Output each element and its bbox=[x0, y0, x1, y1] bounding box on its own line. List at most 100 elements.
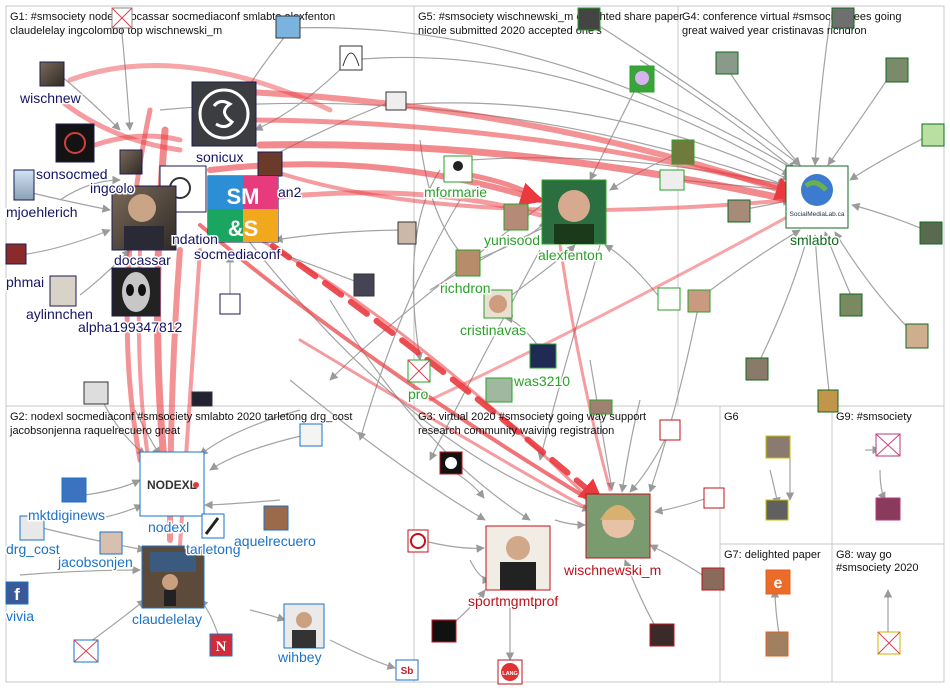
avatar-node[interactable] bbox=[111, 7, 133, 29]
avatar-node[interactable] bbox=[831, 7, 855, 29]
node-label[interactable]: alpha199347812 bbox=[77, 318, 185, 337]
node-label[interactable]: tarletong bbox=[185, 540, 242, 559]
avatar-node[interactable] bbox=[141, 545, 205, 609]
avatar-node[interactable] bbox=[703, 487, 725, 509]
node-label[interactable]: aylinnchen bbox=[25, 305, 95, 324]
avatar-node[interactable] bbox=[407, 359, 431, 383]
node-label[interactable]: cristinavas bbox=[459, 321, 528, 340]
avatar-node[interactable] bbox=[687, 289, 711, 313]
node-label[interactable]: yunisood bbox=[483, 231, 542, 250]
node-label[interactable]: mjoehlerich bbox=[5, 203, 80, 222]
avatar-node[interactable] bbox=[577, 7, 601, 31]
avatar-node[interactable] bbox=[191, 81, 257, 147]
node-label[interactable]: an2 bbox=[277, 183, 304, 202]
node-label[interactable]: vivia bbox=[5, 607, 36, 626]
avatar-node[interactable]: SocialMediaLab.ca bbox=[785, 165, 849, 229]
avatar-node[interactable] bbox=[455, 249, 481, 277]
avatar-node[interactable] bbox=[439, 451, 463, 475]
avatar-node[interactable] bbox=[701, 567, 725, 591]
avatar-node[interactable] bbox=[13, 169, 35, 201]
avatar-node[interactable] bbox=[877, 631, 901, 655]
avatar-node[interactable] bbox=[83, 381, 109, 405]
avatar-node[interactable] bbox=[727, 199, 751, 223]
avatar-node[interactable]: f bbox=[5, 581, 29, 605]
avatar-node[interactable] bbox=[219, 293, 241, 315]
node-label[interactable]: claudelelay bbox=[131, 610, 204, 629]
avatar-node[interactable] bbox=[649, 623, 675, 647]
avatar-node[interactable] bbox=[657, 287, 681, 311]
avatar-node[interactable] bbox=[541, 179, 607, 245]
avatar-node[interactable] bbox=[485, 377, 513, 403]
node-label[interactable]: wischnewski_m bbox=[562, 561, 663, 580]
node-label[interactable]: phmai bbox=[5, 273, 46, 292]
avatar-node[interactable] bbox=[919, 221, 943, 245]
avatar-node[interactable] bbox=[61, 477, 87, 503]
avatar-node[interactable] bbox=[49, 275, 77, 307]
node-label[interactable]: nodexl bbox=[147, 518, 191, 537]
avatar-node[interactable] bbox=[885, 57, 909, 83]
avatar-node[interactable] bbox=[353, 273, 375, 297]
avatar-node[interactable] bbox=[659, 419, 681, 441]
avatar-node[interactable] bbox=[407, 529, 429, 553]
node-label[interactable]: wihbey bbox=[276, 648, 324, 667]
avatar-node[interactable] bbox=[443, 155, 473, 183]
avatar-node[interactable] bbox=[503, 203, 529, 231]
node-label[interactable]: jacobsonjen bbox=[56, 553, 135, 572]
avatar-node[interactable] bbox=[19, 515, 45, 541]
avatar-node[interactable]: Sb bbox=[395, 659, 419, 681]
node-label[interactable]: docassar bbox=[113, 251, 173, 270]
node-label[interactable]: sonsocmed bbox=[35, 165, 110, 184]
avatar-node[interactable] bbox=[629, 65, 655, 93]
node-label[interactable]: wischnew bbox=[18, 89, 84, 108]
avatar-node[interactable] bbox=[39, 61, 65, 87]
avatar-node[interactable] bbox=[5, 243, 27, 265]
avatar-node[interactable] bbox=[99, 531, 123, 555]
avatar-node[interactable] bbox=[263, 505, 289, 531]
node-label[interactable]: sportmgmtprof bbox=[467, 592, 560, 611]
avatar-node[interactable] bbox=[817, 389, 839, 413]
avatar-node[interactable] bbox=[485, 525, 551, 591]
avatar-node[interactable] bbox=[275, 15, 301, 39]
avatar-node[interactable] bbox=[671, 139, 695, 165]
avatar-node[interactable] bbox=[589, 399, 613, 415]
avatar-node[interactable] bbox=[839, 293, 863, 317]
node-label[interactable]: drg_cost bbox=[5, 540, 62, 559]
node-label[interactable]: ndation bbox=[171, 230, 220, 249]
avatar-node[interactable] bbox=[905, 323, 929, 349]
avatar-node[interactable] bbox=[659, 169, 685, 191]
avatar-node[interactable] bbox=[201, 513, 225, 539]
avatar-node[interactable] bbox=[73, 639, 99, 663]
avatar-node[interactable] bbox=[875, 433, 901, 457]
avatar-node[interactable] bbox=[299, 423, 323, 447]
avatar-node[interactable] bbox=[875, 497, 901, 521]
node-label[interactable]: was3210 bbox=[512, 372, 572, 391]
avatar-node[interactable]: NODEXL bbox=[139, 451, 205, 517]
avatar-node[interactable] bbox=[111, 185, 177, 251]
avatar-node[interactable] bbox=[715, 51, 739, 75]
avatar-node[interactable] bbox=[765, 631, 789, 657]
avatar-node[interactable]: SM &S bbox=[207, 175, 279, 243]
avatar-node[interactable] bbox=[397, 221, 417, 245]
avatar-node[interactable] bbox=[765, 499, 789, 521]
avatar-node[interactable] bbox=[765, 435, 791, 459]
avatar-node[interactable] bbox=[257, 151, 283, 177]
node-label[interactable]: sonicux bbox=[195, 148, 245, 167]
node-label[interactable]: aquelrecuero bbox=[233, 532, 318, 551]
node-label[interactable]: smlabto bbox=[789, 231, 841, 250]
node-label[interactable]: socmediaconf bbox=[193, 245, 282, 264]
avatar-node[interactable] bbox=[483, 289, 513, 319]
avatar-node[interactable] bbox=[431, 619, 457, 643]
node-label[interactable]: pro bbox=[407, 385, 430, 404]
avatar-node[interactable] bbox=[283, 603, 325, 649]
avatar-node[interactable] bbox=[55, 123, 95, 163]
avatar-node[interactable]: LANG bbox=[497, 659, 523, 685]
avatar-node[interactable] bbox=[529, 343, 557, 369]
node-label[interactable]: mformarie bbox=[423, 183, 489, 202]
avatar-node[interactable] bbox=[385, 91, 407, 111]
node-label[interactable]: mktdiginews bbox=[27, 506, 107, 525]
node-label[interactable]: richdron bbox=[439, 279, 493, 298]
avatar-node[interactable] bbox=[745, 357, 769, 381]
node-label[interactable]: ingcolo bbox=[89, 179, 137, 198]
avatar-node[interactable] bbox=[191, 391, 213, 407]
avatar-node[interactable] bbox=[111, 267, 161, 317]
